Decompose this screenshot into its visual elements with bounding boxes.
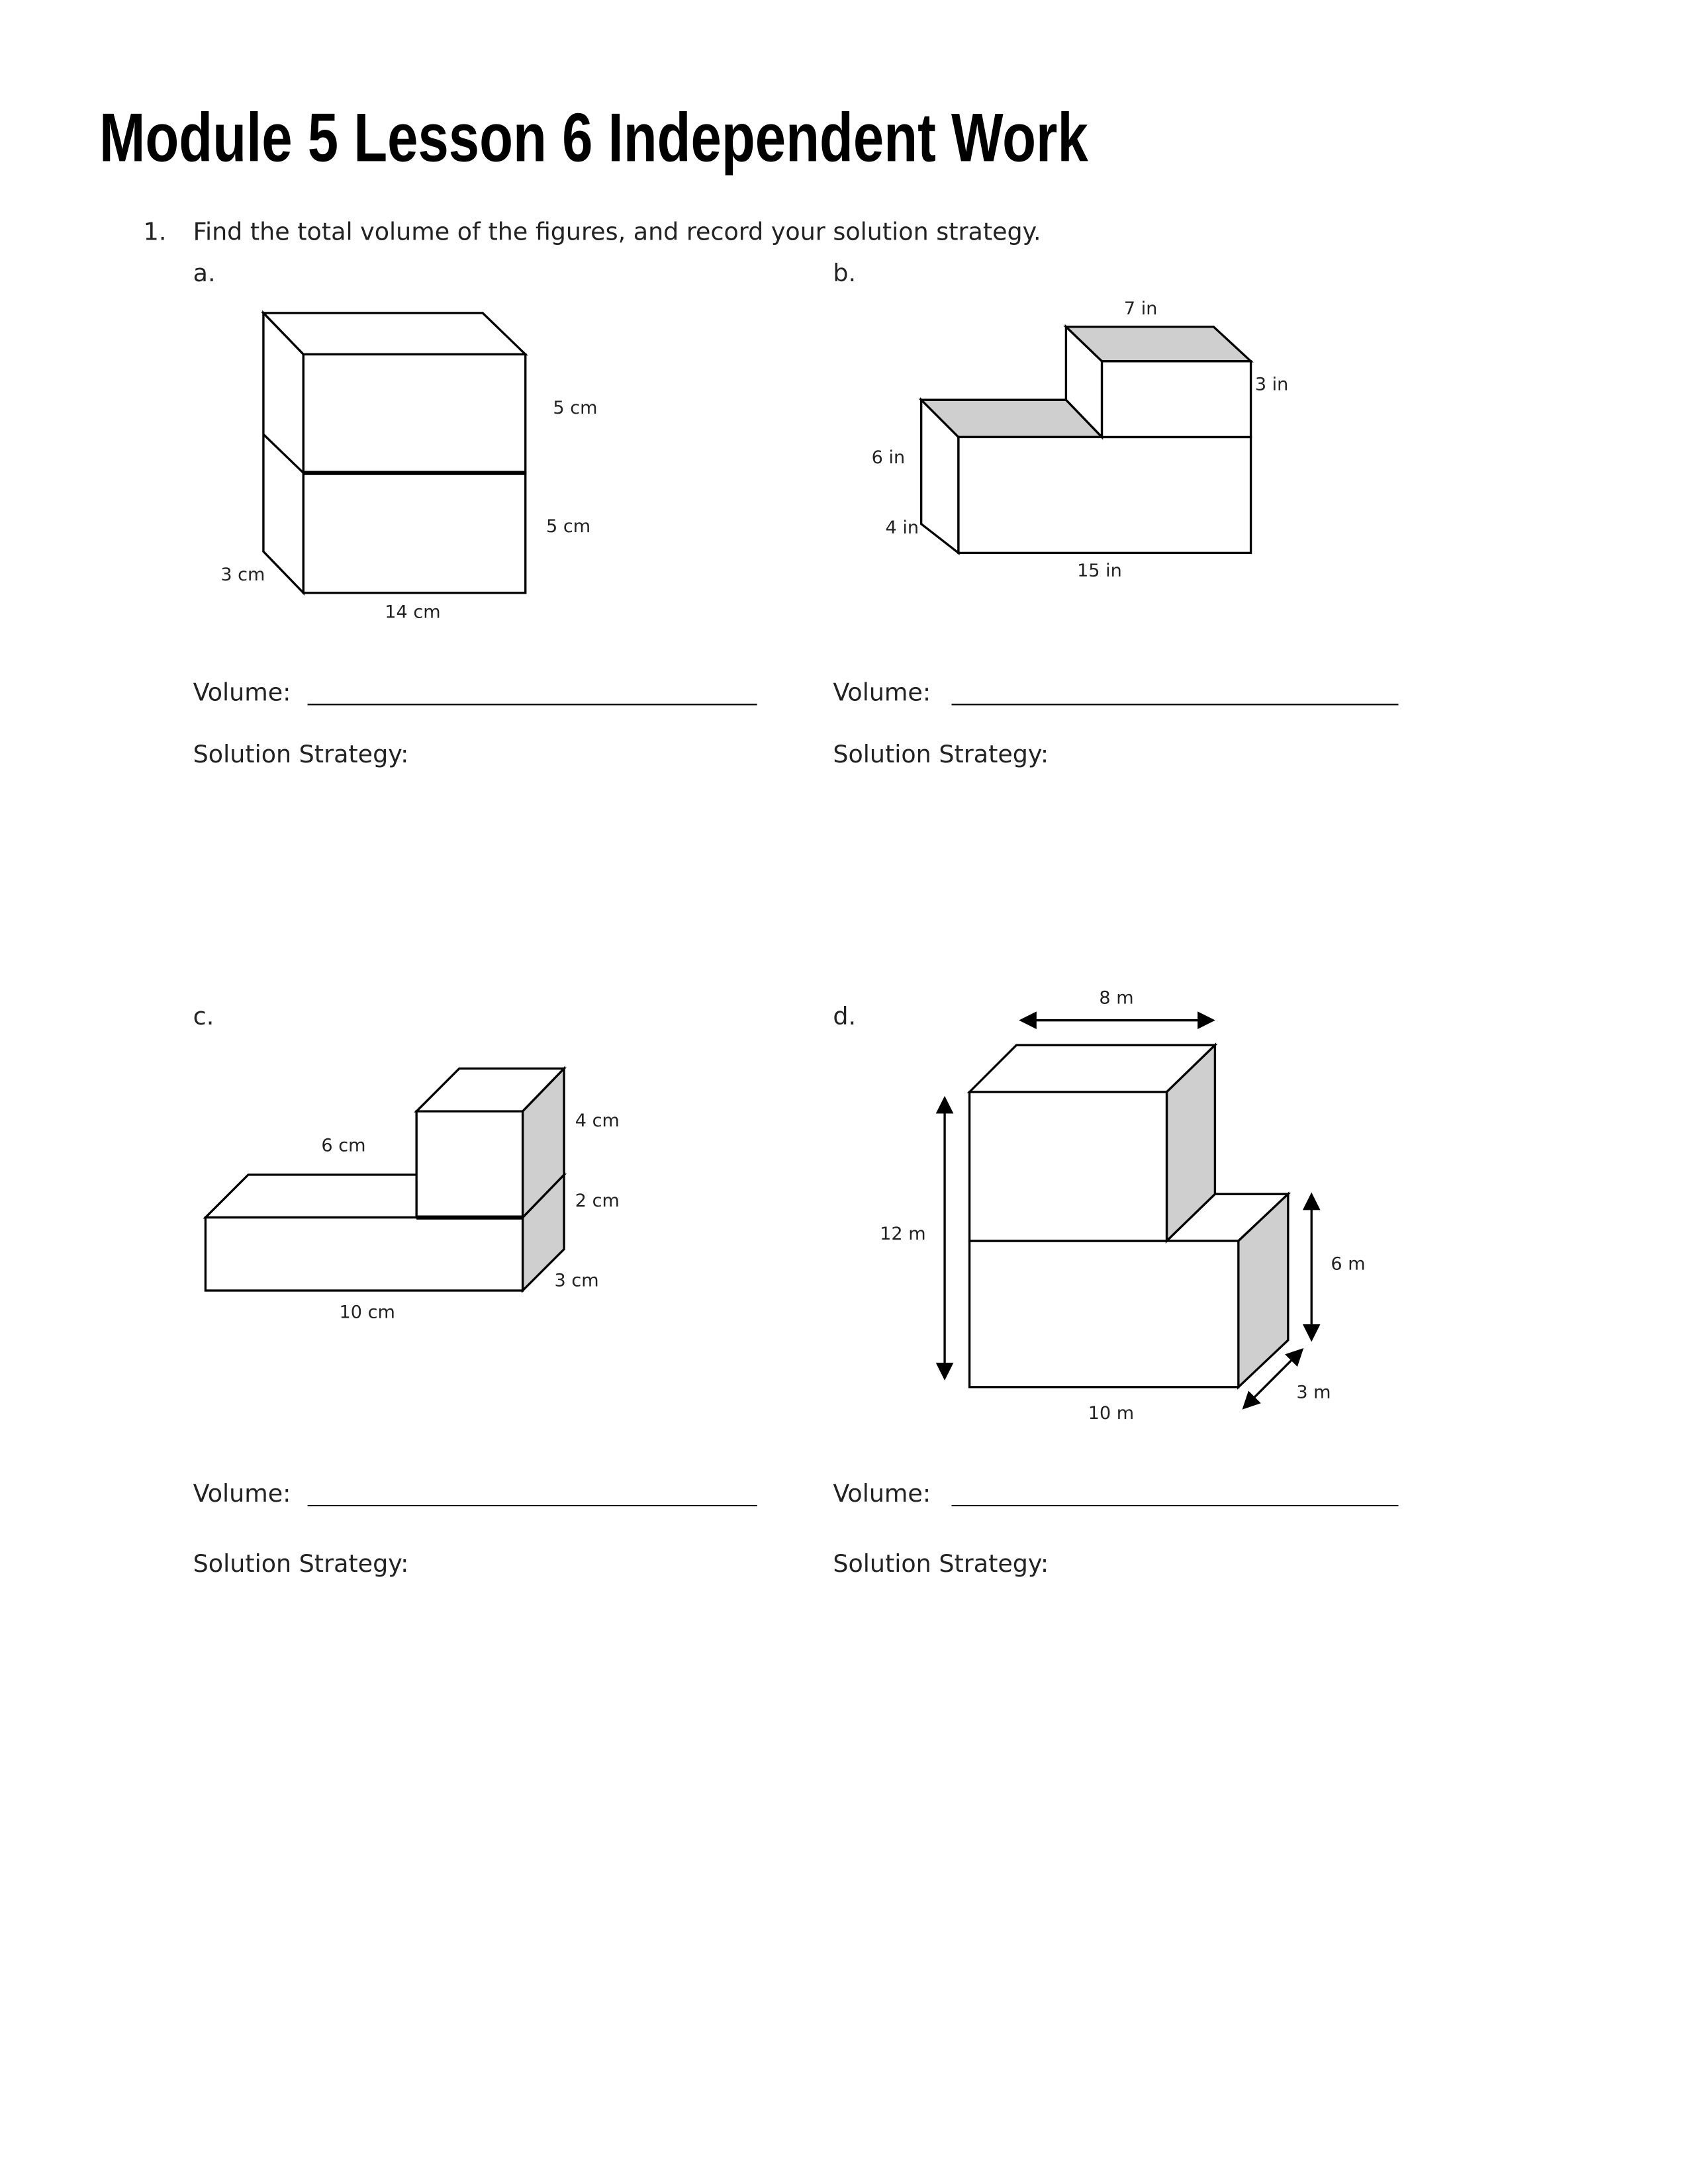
dimension-label: 15 in	[1077, 561, 1122, 581]
dimension-label: 3 in	[1255, 375, 1289, 395]
strategy-label-a: Solution Strategy:	[193, 740, 409, 768]
figure-a-letter: a.	[193, 259, 216, 287]
dimension-label: 2 cm	[575, 1191, 620, 1211]
strategy-label-b: Solution Strategy:	[833, 740, 1049, 768]
figure-a-lower-prism	[302, 471, 527, 594]
page-title: Module 5 Lesson 6 Independent Work	[99, 99, 1088, 176]
dimension-label: 8 m	[1099, 988, 1133, 1009]
figure-a-upper-prism	[302, 353, 527, 475]
dimension-arrow	[1242, 1347, 1304, 1410]
dimension-label: 3 cm	[555, 1271, 599, 1291]
dimension-label: 4 in	[886, 518, 919, 538]
dimension-label: 10 m	[1088, 1403, 1134, 1424]
figure-c-base-prism	[204, 1216, 524, 1292]
figure-b: b. 7 in 3 in 6 in 4 in 15 in	[833, 259, 1288, 581]
figure-b-lower-prism	[957, 435, 1252, 555]
dimension-label: 5 cm	[546, 516, 590, 537]
figure-b-letter: b.	[833, 259, 856, 287]
figure-a: a. 5 cm 5 cm 3 cm 14 cm	[193, 259, 598, 622]
dimension-label: 12 m	[880, 1224, 925, 1244]
question-prompt: Find the total volume of the figures, an…	[193, 218, 1041, 246]
figure-d: d. 8 m 12 m 6 m 3 m 10 m	[833, 988, 1365, 1424]
figure-a-top-face	[260, 312, 528, 356]
volume-label-c: Volume:	[193, 1479, 291, 1508]
dimension-label: 6 in	[872, 447, 906, 468]
figure-c: c. 4 cm 6 cm 2 cm 3 cm 10 cm	[193, 1002, 620, 1323]
dimension-label: 3 m	[1296, 1383, 1331, 1403]
figure-c-cube	[415, 1110, 524, 1219]
strategy-label-d: Solution Strategy:	[833, 1549, 1049, 1578]
figure-c-letter: c.	[193, 1002, 214, 1030]
dimension-label: 6 m	[1331, 1254, 1365, 1275]
dimension-label: 7 in	[1124, 298, 1158, 319]
figure-d-upper-prism	[968, 1091, 1168, 1242]
figure-b-upper-prism	[1100, 360, 1252, 439]
figure-d-letter: d.	[833, 1002, 856, 1030]
dimension-label: 10 cm	[340, 1302, 395, 1323]
dimension-label: 4 cm	[575, 1111, 620, 1131]
strategy-label-c: Solution Strategy:	[193, 1549, 409, 1578]
dimension-label: 14 cm	[385, 602, 440, 622]
figure-d-lower-prism	[968, 1240, 1240, 1388]
question-number: 1.	[144, 218, 167, 246]
volume-label-d: Volume:	[833, 1479, 931, 1508]
dimension-label: 3 cm	[220, 565, 265, 585]
volume-label-b: Volume:	[833, 678, 931, 706]
volume-label-a: Volume:	[193, 678, 291, 706]
dimension-label: 6 cm	[321, 1136, 365, 1156]
dimension-label: 5 cm	[553, 398, 597, 418]
